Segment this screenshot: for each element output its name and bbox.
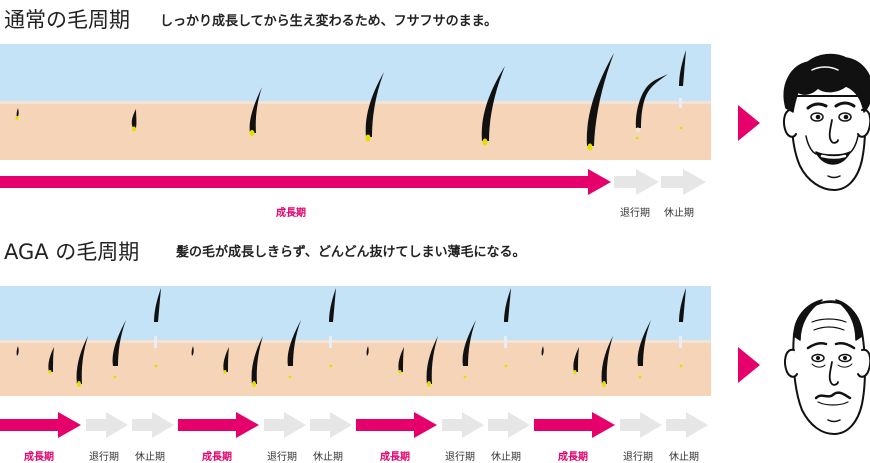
aga-arrows-cycle-3 [356,412,530,438]
normal-rest-label: 休止期 [664,204,694,219]
normal-cycle-scalp-panel [0,44,711,160]
pink-triangle-arrow-icon [738,105,760,141]
aga-cycle-subtitle: 髪の毛が成長しきらず、どんどん抜けてしまい薄毛になる。 [176,241,525,260]
aga-arrows-cycle-2 [178,412,352,438]
smiling-man-full-hair-icon [784,55,870,190]
aga-rest-label-3: 休止期 [491,448,521,463]
normal-growth-arrow [0,169,611,195]
aga-regression-label-2: 退行期 [267,448,297,463]
aga-rest-label-4: 休止期 [669,448,699,463]
normal-growth-label: 成長期 [276,204,306,219]
normal-rest-arrow [661,169,706,195]
worried-man-thin-hair-icon [785,300,870,434]
aga-regression-label-4: 退行期 [623,448,653,463]
aga-growth-label-3: 成長期 [380,448,410,463]
normal-regression-arrow [614,169,659,195]
aga-growth-label-2: 成長期 [202,448,232,463]
aga-growth-label-4: 成長期 [558,448,588,463]
aga-arrows-cycle-4 [534,412,708,438]
aga-regression-label-1: 退行期 [89,448,119,463]
aga-cycle-title: AGA の毛周期 [4,236,139,266]
normal-regression-label: 退行期 [620,204,650,219]
aga-rest-label-2: 休止期 [313,448,343,463]
aga-regression-label-3: 退行期 [445,448,475,463]
aga-rest-label-1: 休止期 [135,448,165,463]
pink-triangle-arrow-icon [738,347,760,383]
aga-arrows-cycle-1 [0,412,174,438]
aga-growth-label-1: 成長期 [24,448,54,463]
